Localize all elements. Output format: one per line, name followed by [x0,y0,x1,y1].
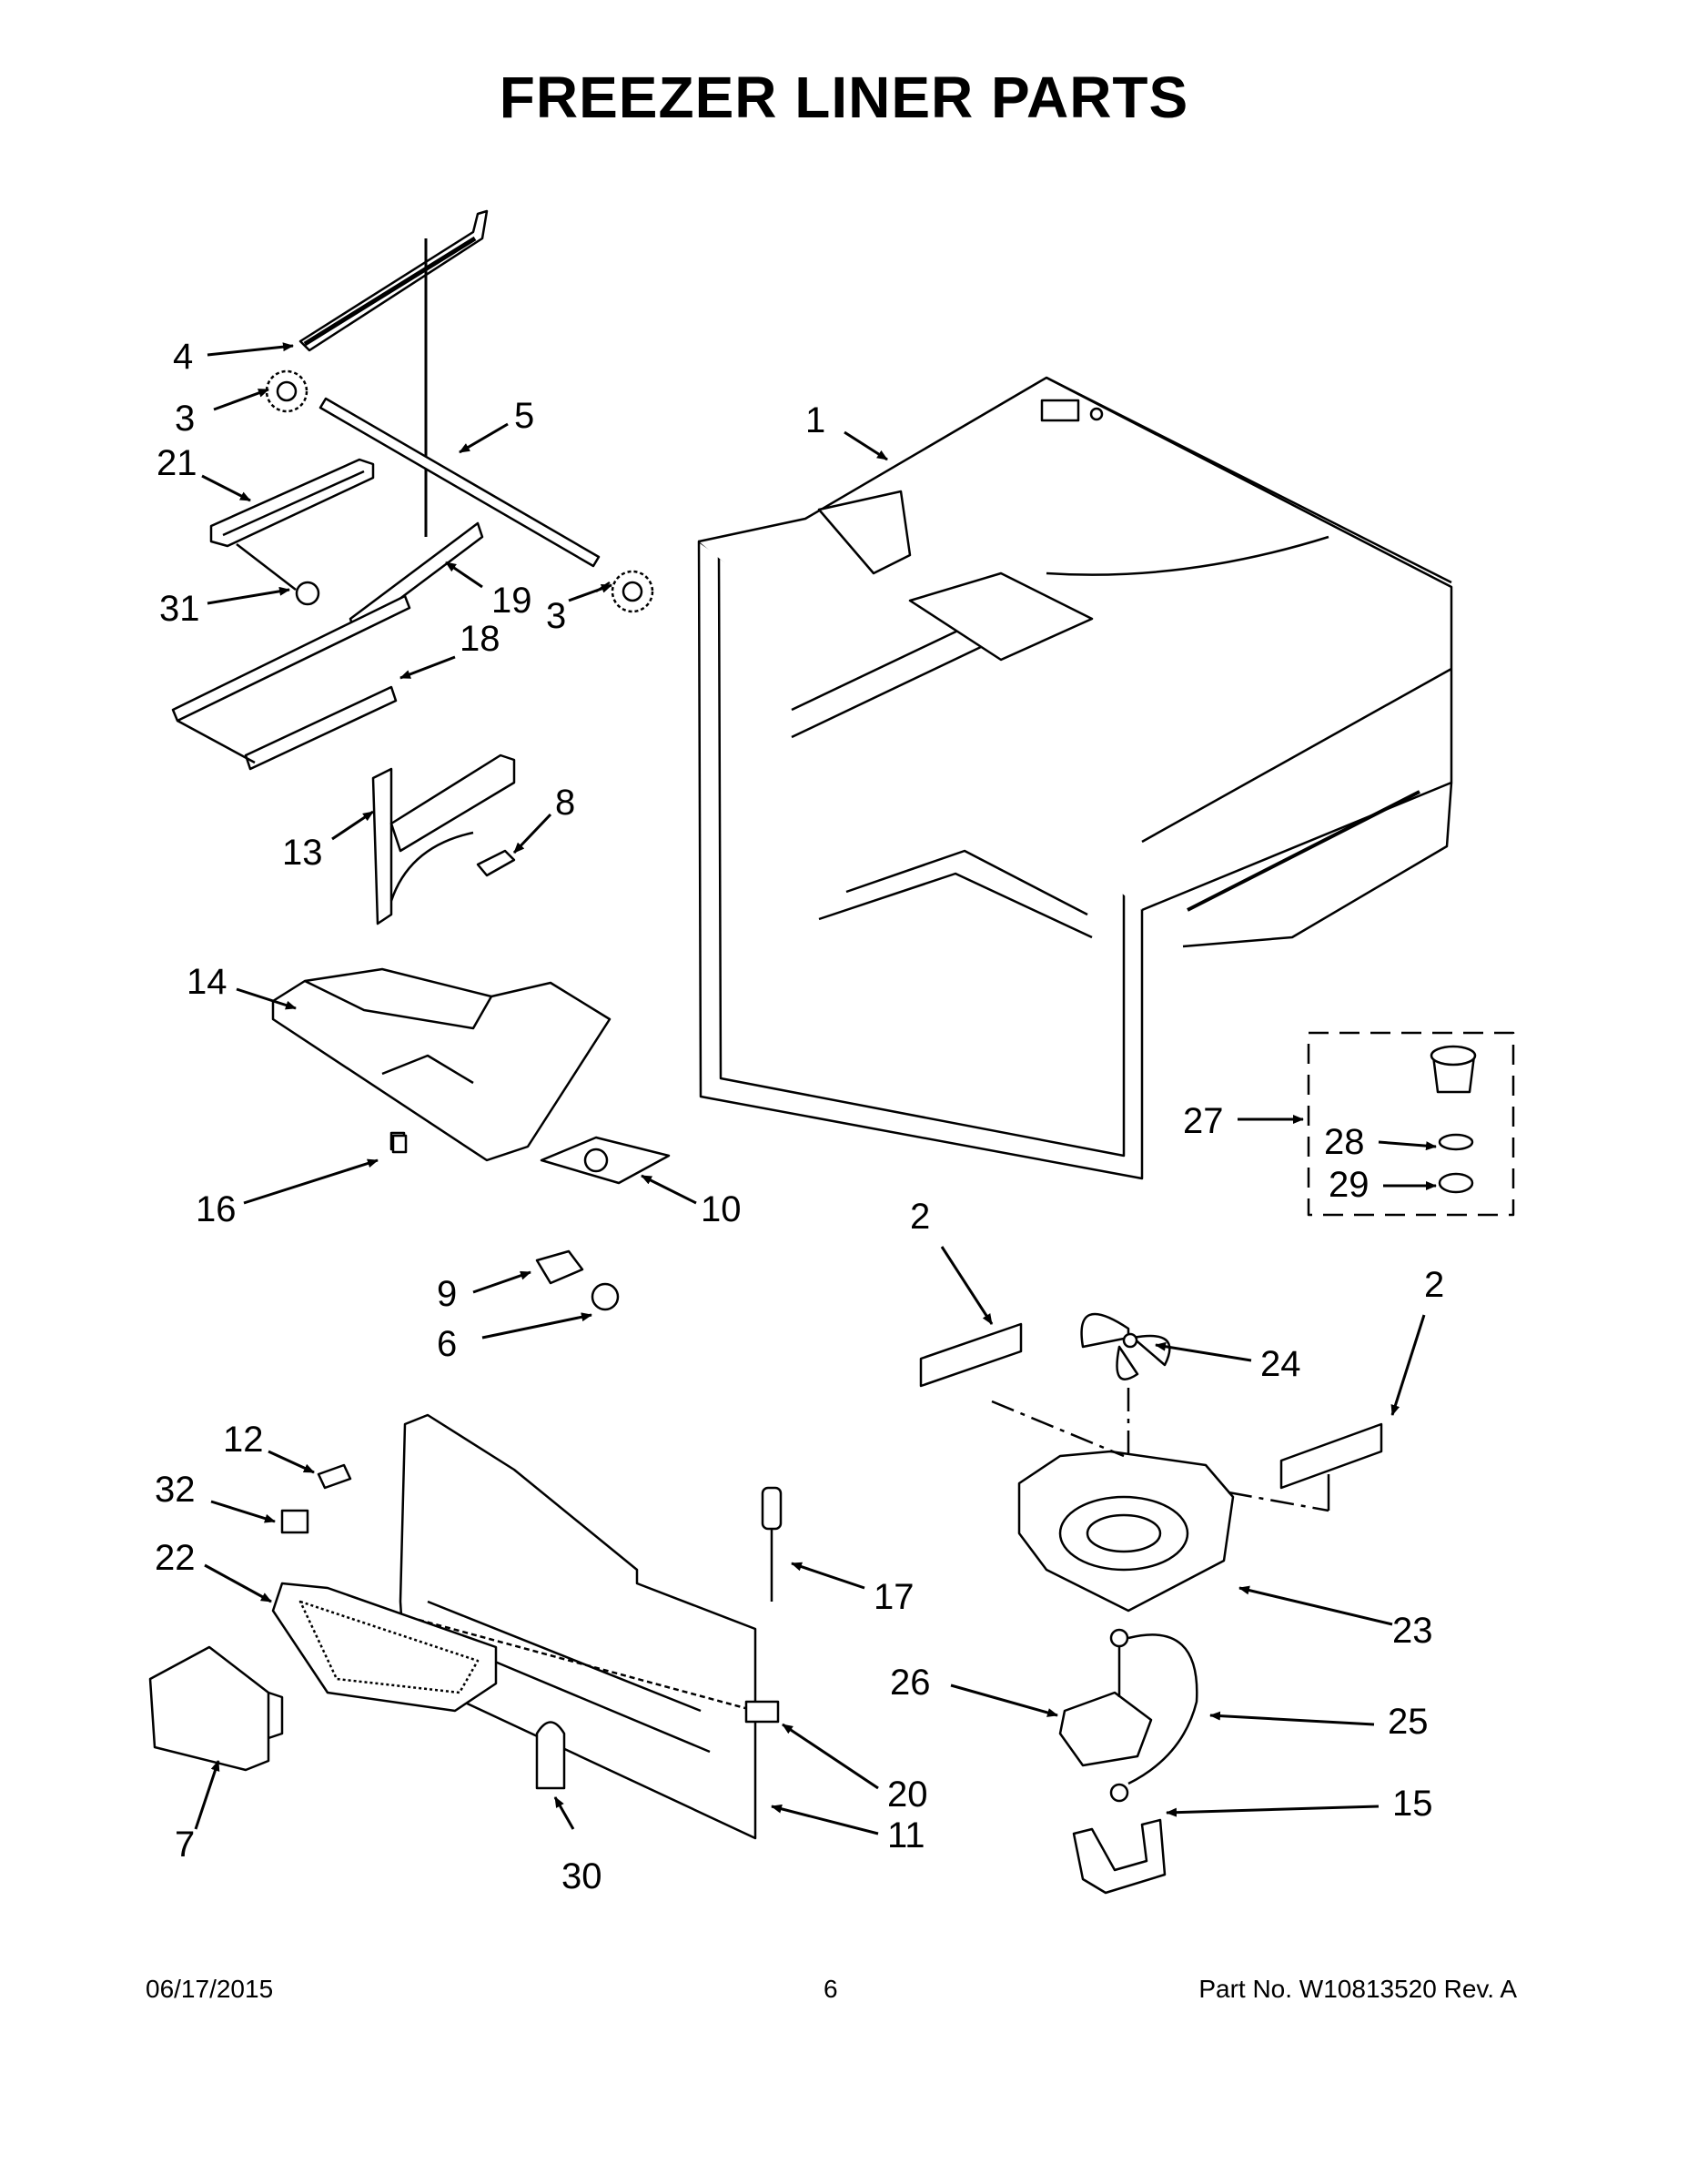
tray-part [271,967,612,1162]
bulb-part [535,1249,620,1311]
callout-26: 26 [890,1663,931,1703]
callout-30: 30 [561,1856,602,1896]
callout-27: 27 [1183,1101,1224,1141]
callout-12: 12 [223,1420,264,1460]
fan-shroud-part [991,1388,1330,1613]
callout-18: 18 [460,619,500,659]
slide-rail-part [171,521,484,771]
callout-20: 20 [887,1774,928,1815]
callout-6: 6 [437,1324,457,1364]
footer-page-number: 6 [824,1975,838,2003]
callout-29: 29 [1329,1165,1370,1205]
callout-19: 19 [491,581,532,621]
callout-3a: 3 [175,399,195,439]
rod-part [318,397,601,568]
callout-23: 23 [1392,1611,1433,1651]
screw-part [476,849,516,877]
callout-16: 16 [196,1189,237,1229]
drain-assembly-box [1307,1031,1515,1217]
callout-3b: 3 [546,596,566,636]
callout-17: 17 [874,1577,915,1617]
callout-21: 21 [157,443,197,483]
foam-strip-part [919,1322,1383,1490]
page-title: FREEZER LINER PARTS [499,65,1189,130]
footer-part-number: Part No. W10813520 Rev. A [1198,1975,1517,2003]
small-fastener-part [391,1134,408,1154]
callout-13: 13 [282,833,323,873]
callout-24: 24 [1260,1344,1301,1384]
footer-date: 06/17/2015 [146,1975,274,2003]
freezer-liner-part [697,376,1453,1180]
back-panel-part [399,1413,780,1840]
callout-labels: 4 3 5 21 31 19 3 18 1 13 8 14 16 10 27 2… [155,337,1444,1896]
sensor-part [761,1486,783,1602]
rail-part [298,209,489,537]
callout-22: 22 [155,1538,196,1578]
callout-10: 10 [701,1189,742,1229]
callout-8: 8 [555,783,575,823]
fan-motor-part [1058,1628,1198,1895]
callout-15: 15 [1392,1784,1433,1824]
grille-part [271,1582,498,1713]
fan-blade-part [1080,1312,1171,1380]
cover-part [148,1645,284,1772]
callout-9: 9 [437,1274,457,1314]
callout-2b: 2 [1424,1265,1444,1305]
gasket-part [540,1136,671,1185]
vertical-bracket-part [371,753,516,925]
callout-7: 7 [175,1825,195,1865]
callout-4: 4 [173,337,193,377]
callout-31: 31 [159,589,200,629]
callout-32: 32 [155,1470,196,1510]
callout-14: 14 [187,962,227,1002]
callout-2a: 2 [910,1197,930,1237]
callout-5: 5 [514,396,534,436]
callout-11: 11 [887,1815,925,1855]
gear-part [265,369,654,613]
callout-25: 25 [1388,1702,1429,1742]
bracket-part [209,458,375,606]
clip-part [280,1463,352,1534]
callout-1: 1 [805,400,825,440]
callout-28: 28 [1324,1122,1365,1162]
louver-part [535,1721,566,1790]
